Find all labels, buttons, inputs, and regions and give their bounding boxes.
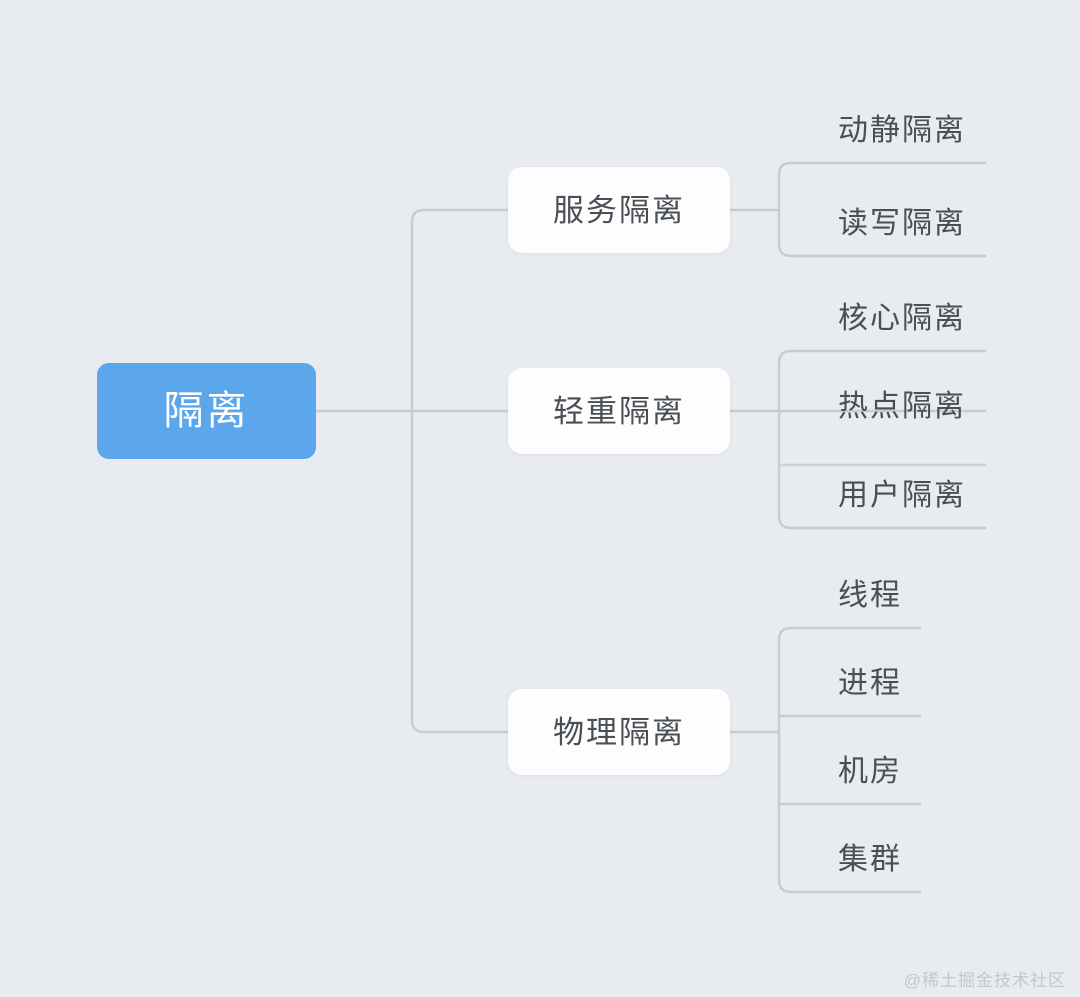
connector-main-spine xyxy=(410,208,510,413)
leaf-node-process[interactable]: 进程 xyxy=(838,658,902,710)
leaf-node-core-isolation[interactable]: 核心隔离 xyxy=(838,293,966,345)
leaf-node-label: 机房 xyxy=(838,755,902,788)
watermark-text: @稀土掘金技术社区 xyxy=(903,971,1066,990)
leaf-node-label: 热点隔离 xyxy=(838,390,966,423)
leaf-node-data-center[interactable]: 机房 xyxy=(838,746,902,798)
mindmap-root-node[interactable]: 隔离 xyxy=(97,363,316,459)
branch-node-service-isolation[interactable]: 服务隔离 xyxy=(508,167,730,253)
leaf-node-label: 线程 xyxy=(838,579,902,612)
root-node-label: 隔离 xyxy=(163,389,250,433)
branch-node-weight-isolation[interactable]: 轻重隔离 xyxy=(508,368,730,454)
leaf-node-thread[interactable]: 线程 xyxy=(838,570,902,622)
branch-node-label: 物理隔离 xyxy=(553,714,685,750)
leaf-node-label: 读写隔离 xyxy=(838,207,966,240)
leaf-node-label: 用户隔离 xyxy=(838,479,966,512)
branch-node-physical-isolation[interactable]: 物理隔离 xyxy=(508,689,730,775)
leaf-node-hotspot-isolation[interactable]: 热点隔离 xyxy=(838,381,966,433)
leaf-node-cluster[interactable]: 集群 xyxy=(838,834,902,886)
leaf-node-read-write-isolation[interactable]: 读写隔离 xyxy=(838,198,966,250)
leaf-node-user-isolation[interactable]: 用户隔离 xyxy=(838,470,966,522)
branch-node-label: 服务隔离 xyxy=(553,192,685,228)
leaf-node-label: 进程 xyxy=(838,667,902,700)
branch-node-label: 轻重隔离 xyxy=(553,393,685,429)
leaf-node-label: 核心隔离 xyxy=(838,302,966,335)
leaf-node-label: 集群 xyxy=(838,843,902,876)
connector-main-spine-lower xyxy=(410,409,510,734)
leaf-node-dynamic-static-isolation[interactable]: 动静隔离 xyxy=(838,105,966,157)
leaf-node-label: 动静隔离 xyxy=(838,114,966,147)
